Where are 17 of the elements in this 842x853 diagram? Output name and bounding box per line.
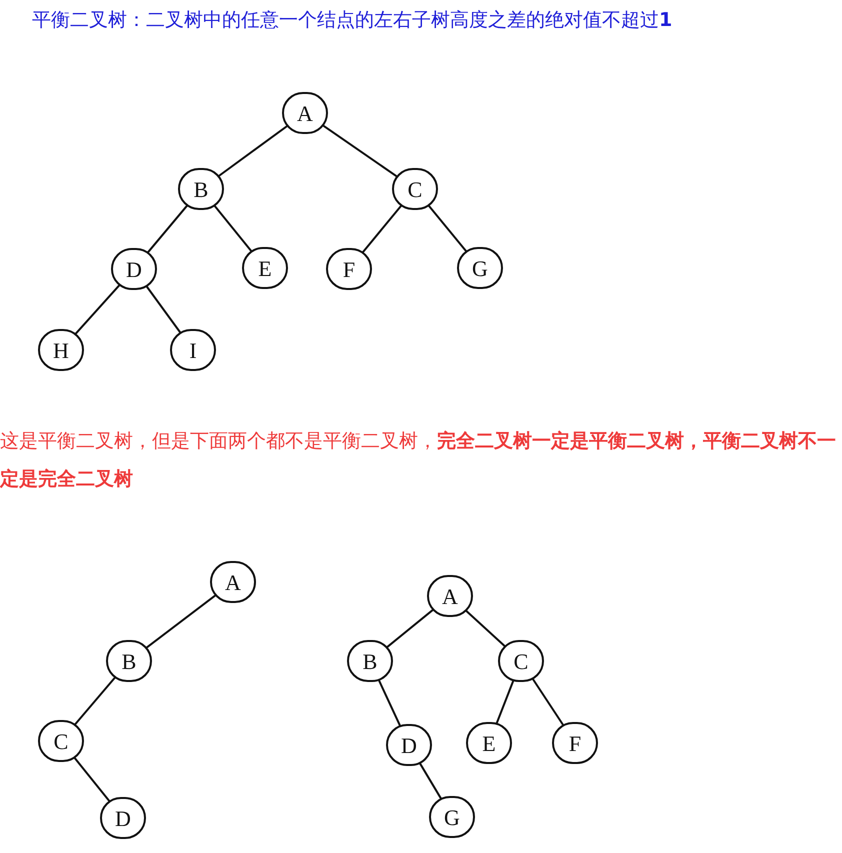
tree-edge xyxy=(428,205,467,252)
tree-edge xyxy=(496,680,514,724)
tree-edge xyxy=(146,594,216,648)
tree-edge xyxy=(74,676,116,726)
tree-edge xyxy=(386,609,434,648)
tree-edge xyxy=(378,680,401,726)
title: 平衡二叉树：二叉树中的任意一个结点的左右子树高度之差的绝对值不超过1 xyxy=(32,8,672,33)
tree-edge xyxy=(214,205,252,252)
tree-edge xyxy=(147,205,188,253)
tree-edge xyxy=(466,610,506,647)
tree-edge xyxy=(218,125,288,177)
tree-edge xyxy=(532,678,564,726)
tree-edge xyxy=(74,757,110,802)
tree-edge xyxy=(146,286,182,334)
tree-edge xyxy=(74,284,120,334)
tree-edge xyxy=(362,205,402,253)
tree-edge xyxy=(322,124,398,178)
